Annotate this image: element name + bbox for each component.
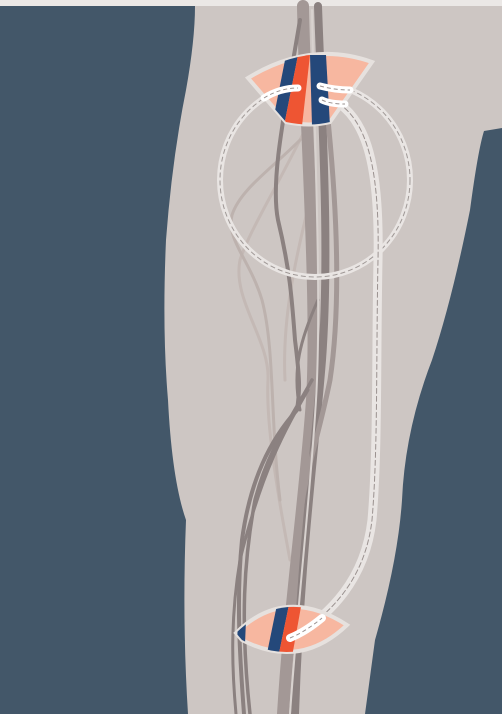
incision-proximal-graft-right-2 [322,100,345,104]
top-strip [0,0,502,6]
